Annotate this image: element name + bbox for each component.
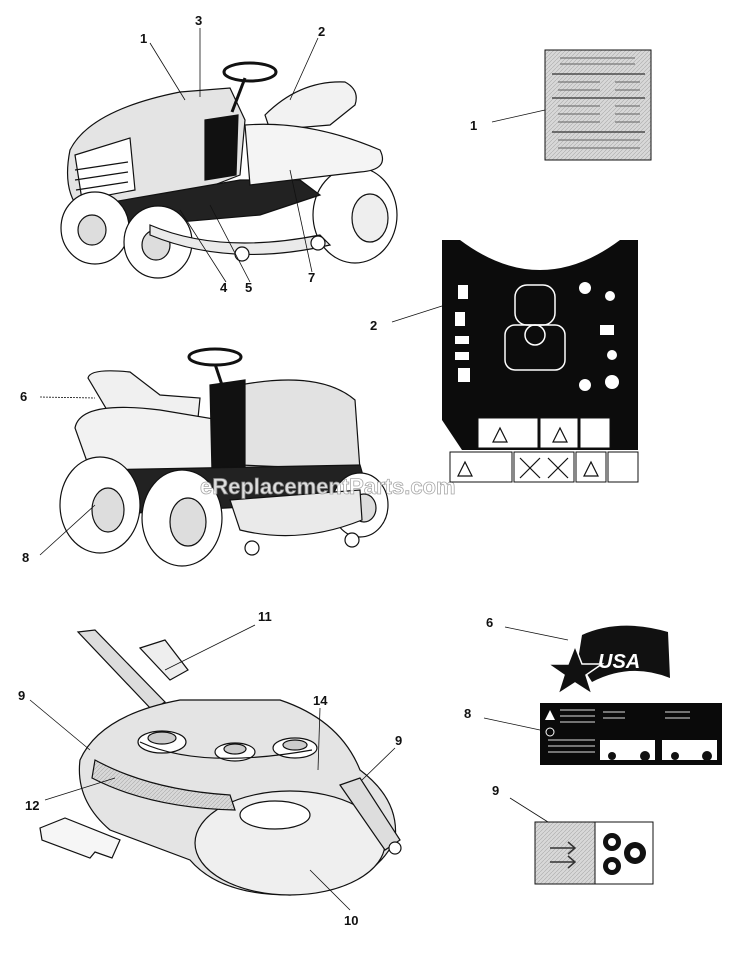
callout-10-deck: 10 [344,913,358,928]
mower-deck [39,629,402,896]
tractor-rear-callout-lines [39,396,96,556]
callout-7-front: 7 [308,270,315,285]
decal-1-leader [491,109,546,123]
tractor-front-view [60,61,398,279]
decal-9-leader [509,797,549,823]
callout-3-front: 3 [195,13,202,28]
callout-9-decal: 9 [492,783,499,798]
callout-2-front: 2 [318,24,325,39]
callout-11-deck: 11 [258,609,272,624]
usa-text: USA [598,651,640,673]
callout-8-decal: 8 [464,706,471,721]
callout-4-front: 4 [220,280,228,295]
deck-callout-lines [29,624,396,911]
tractor-rear-view [59,347,389,567]
callout-14-deck: 14 [313,693,328,708]
decal-1-spec-label [544,49,652,161]
decal-9-deck-label [534,821,654,885]
callout-2-decal: 2 [370,318,377,333]
decal-8-warning-strip [540,703,722,765]
decal-2-leader [391,305,443,323]
tractor-front-callout-lines [149,28,319,283]
decal-2-control-panel [442,240,639,483]
callout-12-deck: 12 [25,798,39,813]
callout-1-decal: 1 [470,118,477,133]
decal-8-leader [483,717,541,731]
callout-8-rear: 8 [22,550,29,565]
callout-5-front: 5 [245,280,252,295]
callout-9-deck-left: 9 [18,688,25,703]
watermark: eReplacementParts.com [200,474,456,499]
decal-6-usa-flag: USA [545,625,670,696]
callout-9-deck-right: 9 [395,733,402,748]
callout-6-decal: 6 [486,615,493,630]
callout-6-rear: 6 [20,389,27,404]
decal-6-leader [504,626,569,641]
callout-1-front: 1 [140,31,147,46]
